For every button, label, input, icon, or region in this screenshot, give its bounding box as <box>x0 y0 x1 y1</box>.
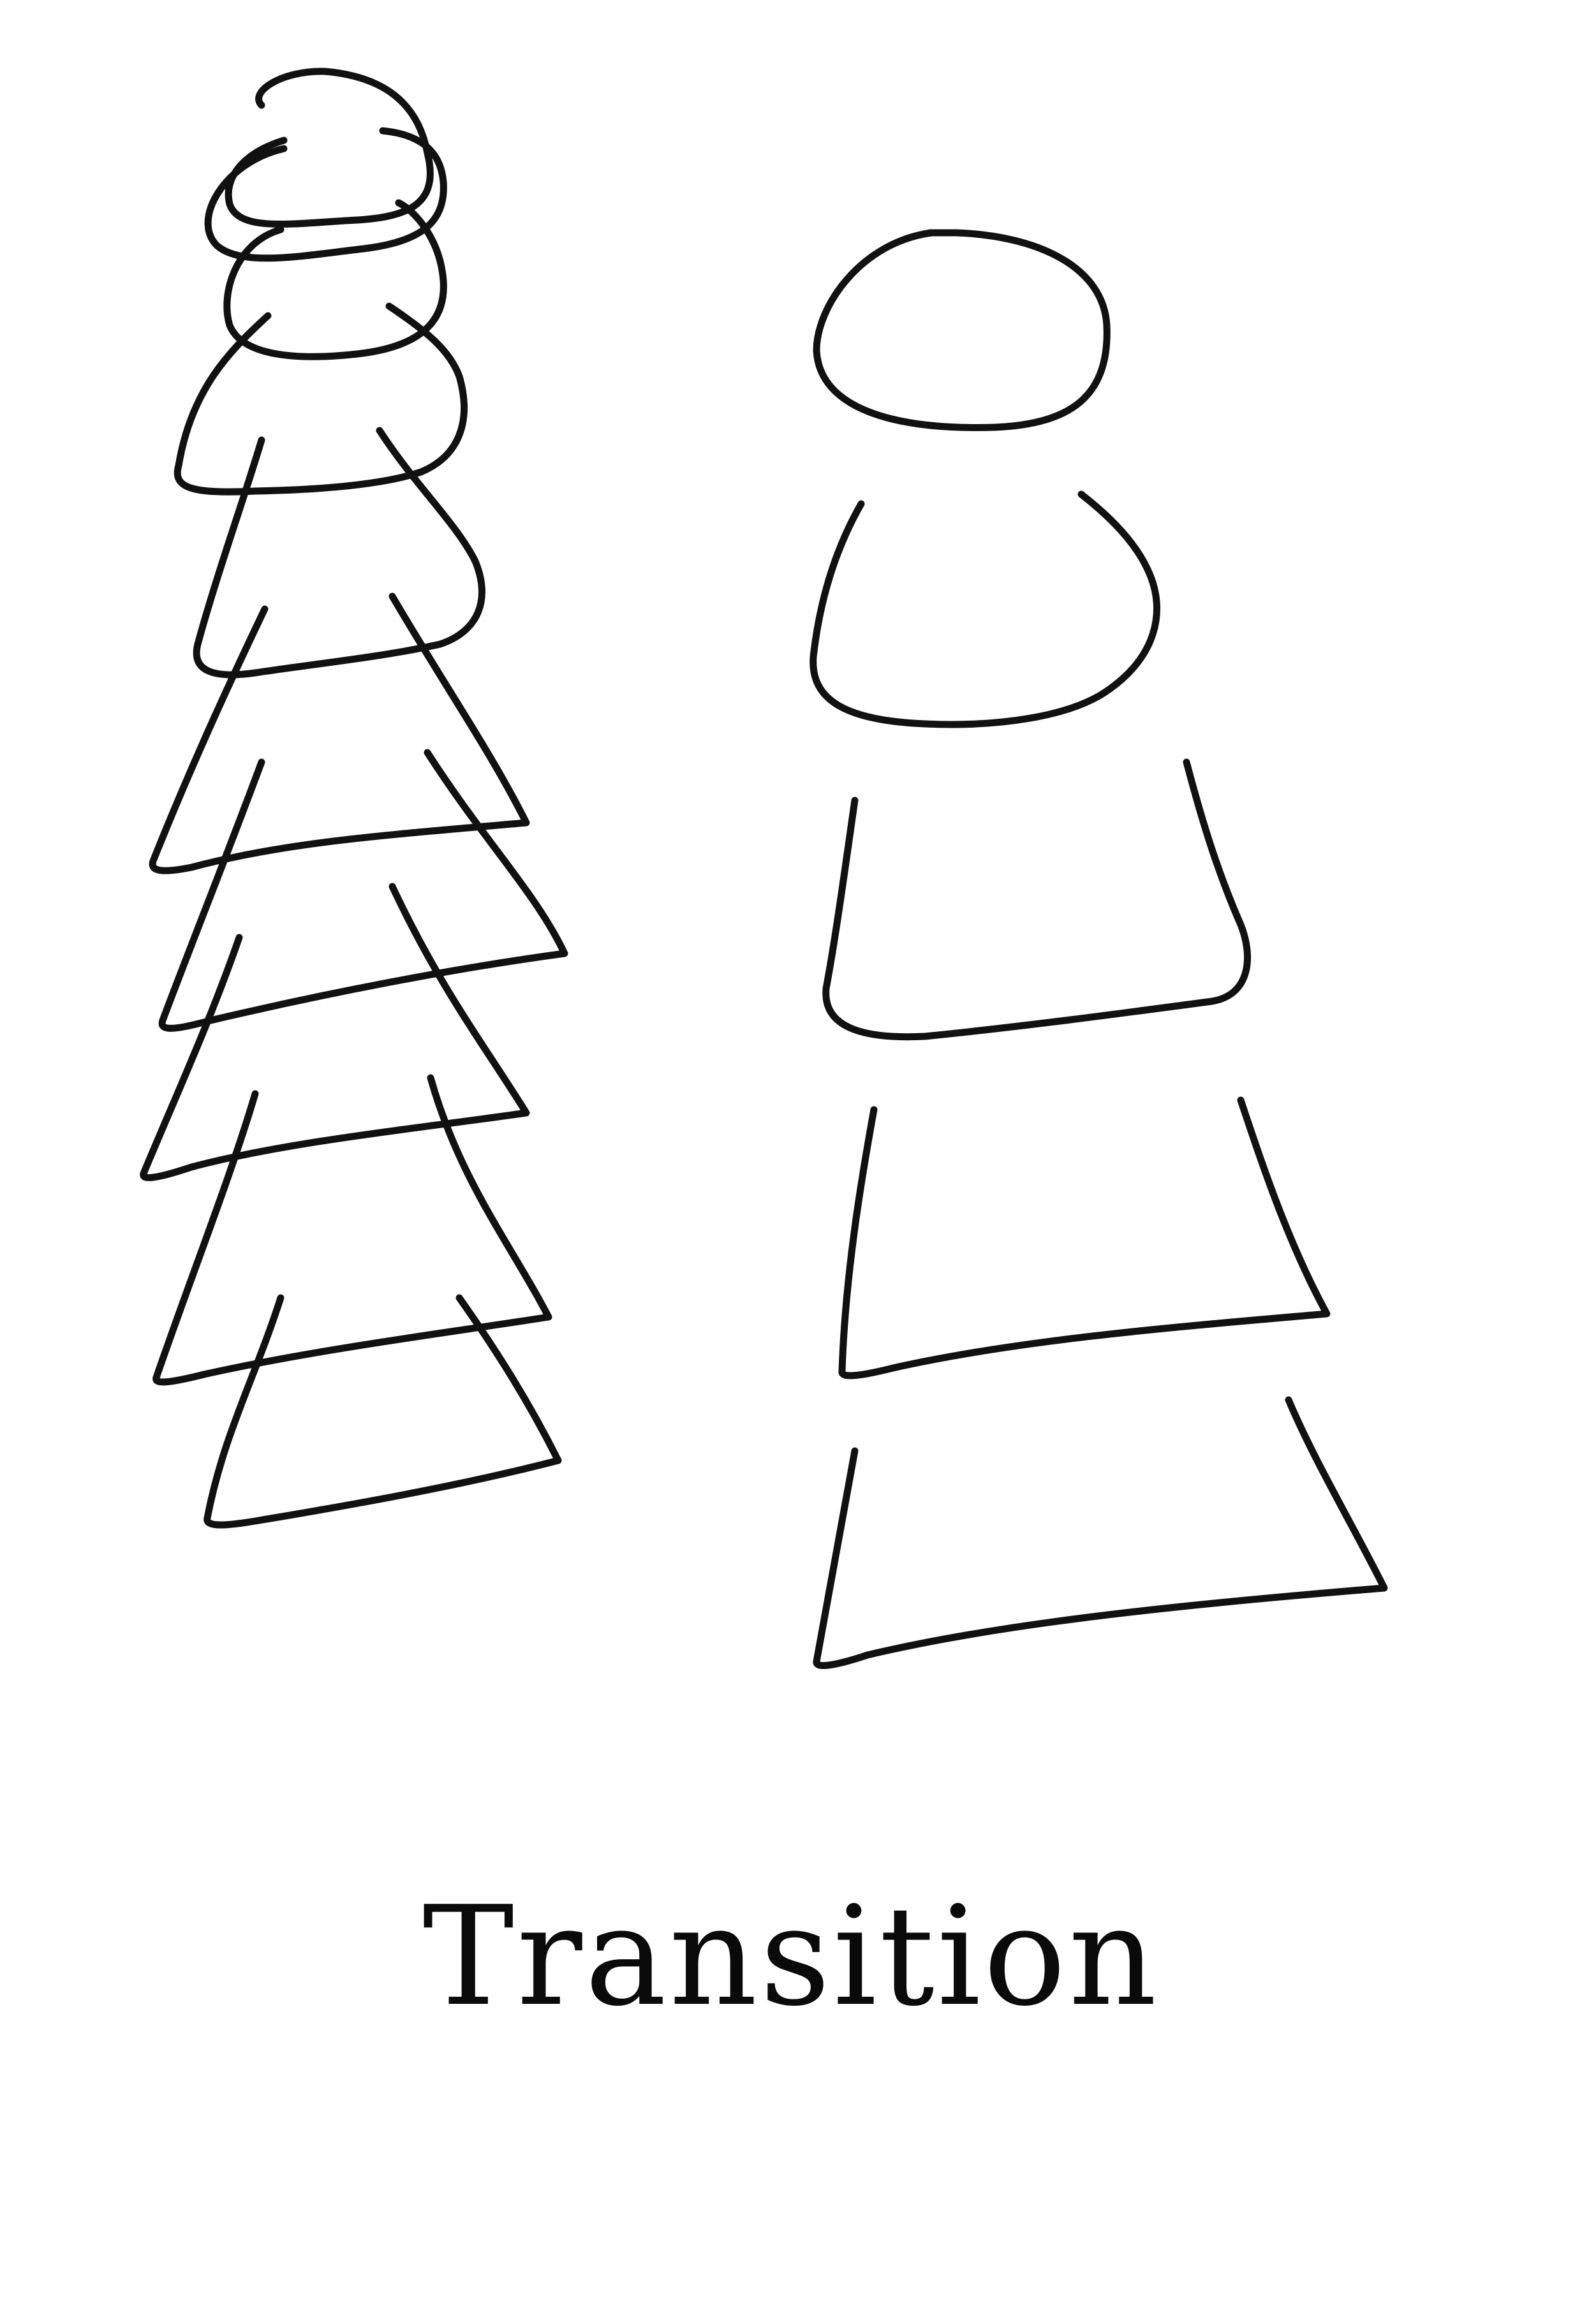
left-shape-stack <box>140 68 568 1529</box>
left-triangle-4 <box>152 1074 552 1386</box>
caption-title: Transition <box>422 1876 1160 2036</box>
left-triangle-1 <box>149 592 530 874</box>
left-triangle-2 <box>158 749 568 1032</box>
right-trapezoid <box>838 1096 1331 1379</box>
left-rounded-triangle-2 <box>193 427 486 679</box>
right-rounded-triangle <box>809 490 1160 728</box>
right-circle <box>813 229 1111 431</box>
left-triangle-5 <box>203 1294 562 1529</box>
left-circle-1 <box>225 68 434 228</box>
left-circle-3 <box>223 199 447 360</box>
right-shape-stack <box>809 229 1388 1670</box>
right-triangle <box>813 1396 1388 1670</box>
transition-sketch <box>140 68 1388 1670</box>
left-rounded-triangle-1 <box>174 302 468 496</box>
left-circle-2 <box>204 127 447 262</box>
left-triangle-3 <box>140 883 530 1182</box>
right-rounded-trapezoid <box>822 758 1251 1041</box>
